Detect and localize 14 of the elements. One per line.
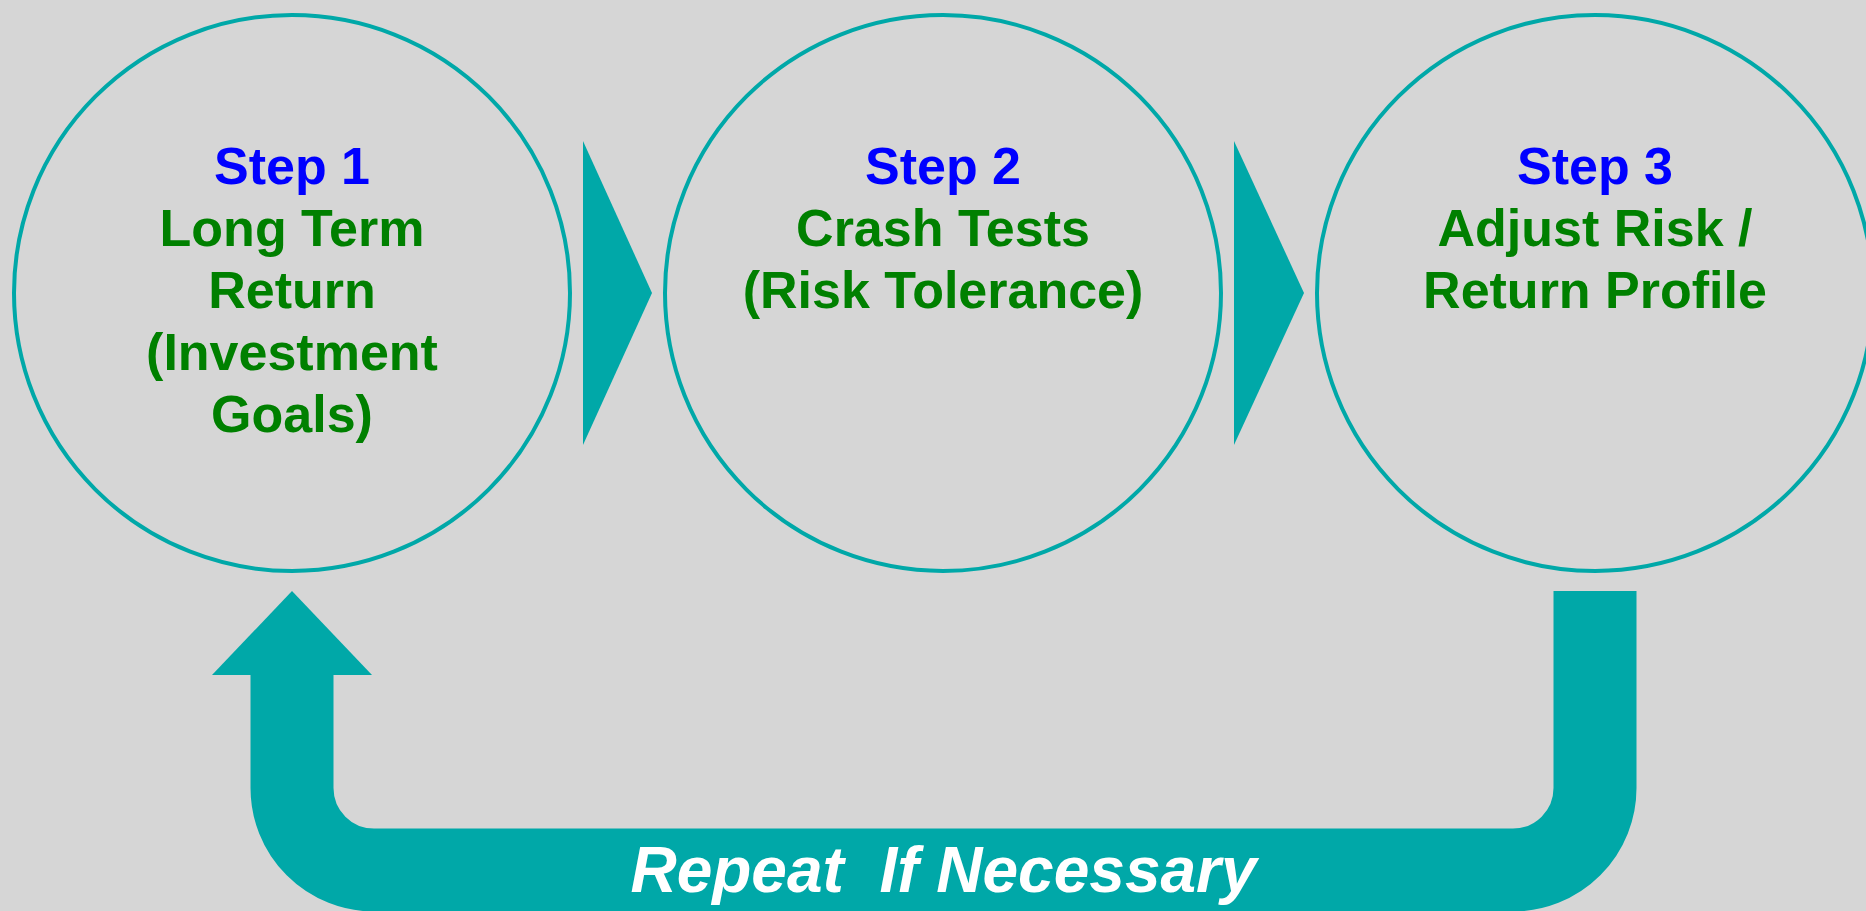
step-number: Step 2 <box>863 136 1023 197</box>
step-text: (Investment Goals) <box>145 322 439 445</box>
chevron-arrow <box>583 141 652 445</box>
step-text: Crash Tests <box>795 198 1091 259</box>
step-text: (Risk Tolerance) <box>741 260 1145 321</box>
step-text: Long Term Return <box>158 198 426 321</box>
step-number: Step 1 <box>212 136 372 197</box>
step-text: Adjust Risk / Return Profile <box>1422 198 1768 321</box>
step-circle <box>663 13 1223 573</box>
step-circle <box>1315 13 1866 573</box>
step-circle <box>12 13 572 573</box>
chevron-arrow <box>1234 141 1304 445</box>
step-number: Step 3 <box>1515 136 1675 197</box>
edge-label: Repeat If Necessary <box>630 834 1257 906</box>
